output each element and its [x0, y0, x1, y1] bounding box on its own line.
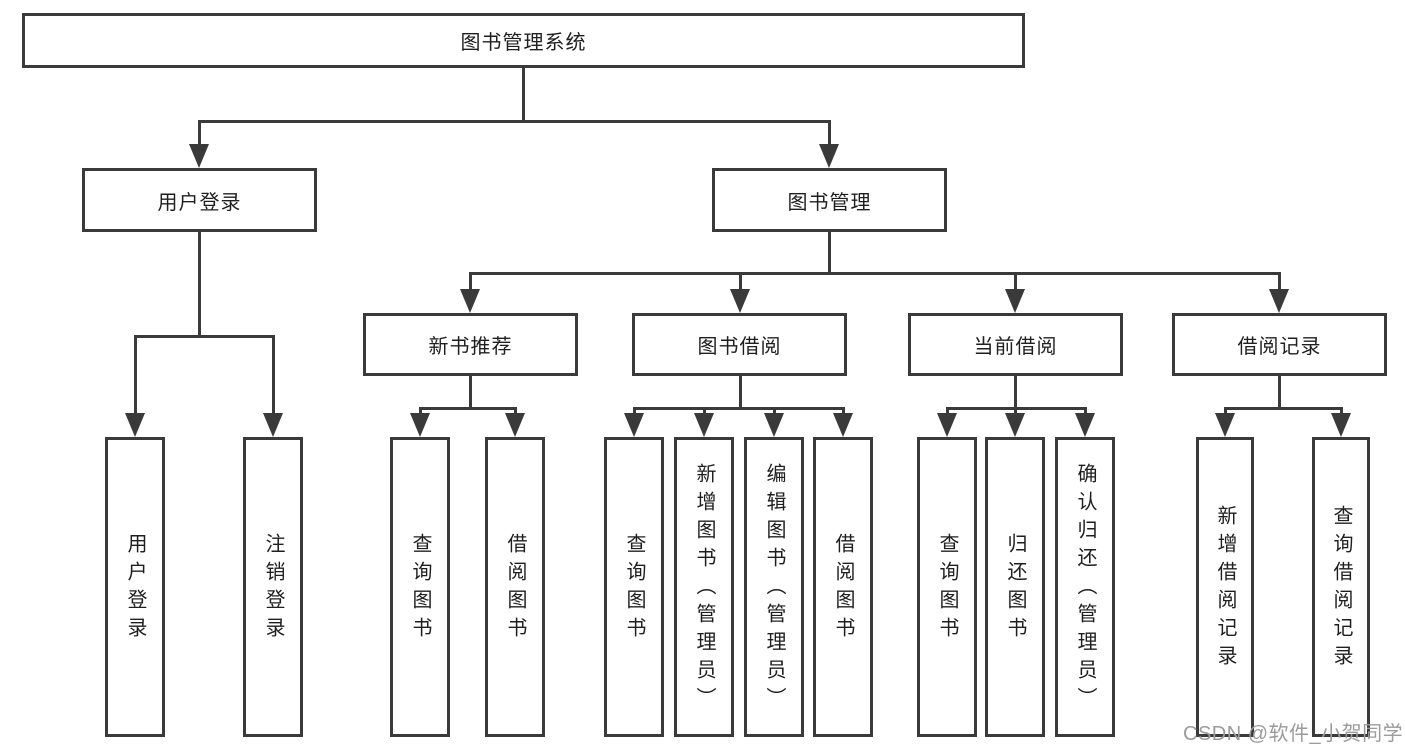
connector-line-vertical	[739, 376, 742, 407]
leaf-user-login: 用户登录	[105, 437, 165, 737]
connector-line-vertical	[469, 376, 472, 407]
leaf-query-book-1: 查询图书	[390, 437, 450, 737]
arrowhead-icon	[1269, 289, 1289, 313]
node-user-login: 用户登录	[82, 168, 317, 232]
connector-line-vertical	[1084, 407, 1087, 415]
leaf-borrow-book-2: 借阅图书	[813, 437, 873, 737]
connector-line-vertical	[469, 272, 472, 291]
arrowhead-icon	[1215, 413, 1235, 437]
leaf-query-borrow-record: 查询借阅记录	[1312, 437, 1370, 737]
leaf-query-book-3: 查询图书	[917, 437, 977, 737]
arrowhead-icon	[624, 413, 644, 437]
csdn-watermark: CSDN @软件_小贺同学	[1183, 723, 1404, 745]
leaf-return-book: 归还图书	[985, 437, 1045, 737]
leaf-logout: 注销登录	[243, 437, 303, 737]
arrowhead-icon	[1075, 413, 1095, 437]
arrowhead-icon	[819, 144, 839, 168]
arrowhead-icon	[1005, 289, 1025, 313]
arrowhead-icon	[189, 144, 209, 168]
node-new-book-recommend: 新书推荐	[363, 313, 578, 376]
connector-line-vertical	[1340, 407, 1343, 415]
arrowhead-icon	[1005, 413, 1025, 437]
connector-line-vertical	[198, 232, 201, 335]
connector-line-vertical	[514, 407, 517, 415]
connector-line-vertical	[773, 407, 776, 415]
connector-line-vertical	[1278, 376, 1281, 407]
connector-line-horizontal	[419, 407, 517, 410]
connector-line-vertical	[198, 120, 201, 146]
connector-line-vertical	[522, 68, 525, 120]
arrowhead-icon	[410, 413, 430, 437]
connector-line-horizontal	[946, 407, 1087, 410]
connector-line-horizontal	[1224, 407, 1343, 410]
leaf-edit-book-admin: 编辑图书（管理员）	[744, 437, 804, 737]
arrowhead-icon	[764, 413, 784, 437]
node-current-borrow: 当前借阅	[908, 313, 1123, 376]
connector-line-vertical	[946, 407, 949, 415]
node-book-borrow: 图书借阅	[632, 313, 847, 376]
connector-line-vertical	[828, 120, 831, 146]
arrowhead-icon	[937, 413, 957, 437]
leaf-add-book-admin: 新增图书（管理员）	[674, 437, 734, 737]
leaf-borrow-book-1: 借阅图书	[485, 437, 545, 737]
connector-line-vertical	[739, 272, 742, 291]
connector-line-vertical	[1278, 272, 1281, 291]
arrowhead-icon	[1331, 413, 1351, 437]
connector-line-horizontal	[469, 272, 1281, 275]
node-book-management: 图书管理	[712, 168, 947, 232]
node-root: 图书管理系统	[22, 13, 1025, 68]
connector-line-vertical	[633, 407, 636, 415]
connector-line-vertical	[1014, 376, 1017, 407]
connector-line-horizontal	[633, 407, 845, 410]
leaf-confirm-return-admin: 确认归还（管理员）	[1055, 437, 1115, 737]
connector-line-vertical	[828, 232, 831, 272]
arrowhead-icon	[460, 289, 480, 313]
arrowhead-icon	[263, 413, 283, 437]
connector-line-vertical	[272, 335, 275, 415]
arrowhead-icon	[125, 413, 145, 437]
connector-line-vertical	[134, 335, 137, 415]
connector-line-horizontal	[134, 335, 275, 338]
connector-line-vertical	[419, 407, 422, 415]
node-borrow-record: 借阅记录	[1172, 313, 1387, 376]
leaf-add-borrow-record: 新增借阅记录	[1196, 437, 1254, 737]
arrowhead-icon	[694, 413, 714, 437]
arrowhead-icon	[505, 413, 525, 437]
connector-line-horizontal	[198, 120, 831, 123]
connector-line-vertical	[1014, 407, 1017, 415]
connector-line-vertical	[1014, 272, 1017, 291]
connector-line-vertical	[703, 407, 706, 415]
arrowhead-icon	[833, 413, 853, 437]
connector-line-vertical	[842, 407, 845, 415]
arrowhead-icon	[730, 289, 750, 313]
connector-line-vertical	[1224, 407, 1227, 415]
leaf-query-book-2: 查询图书	[604, 437, 664, 737]
